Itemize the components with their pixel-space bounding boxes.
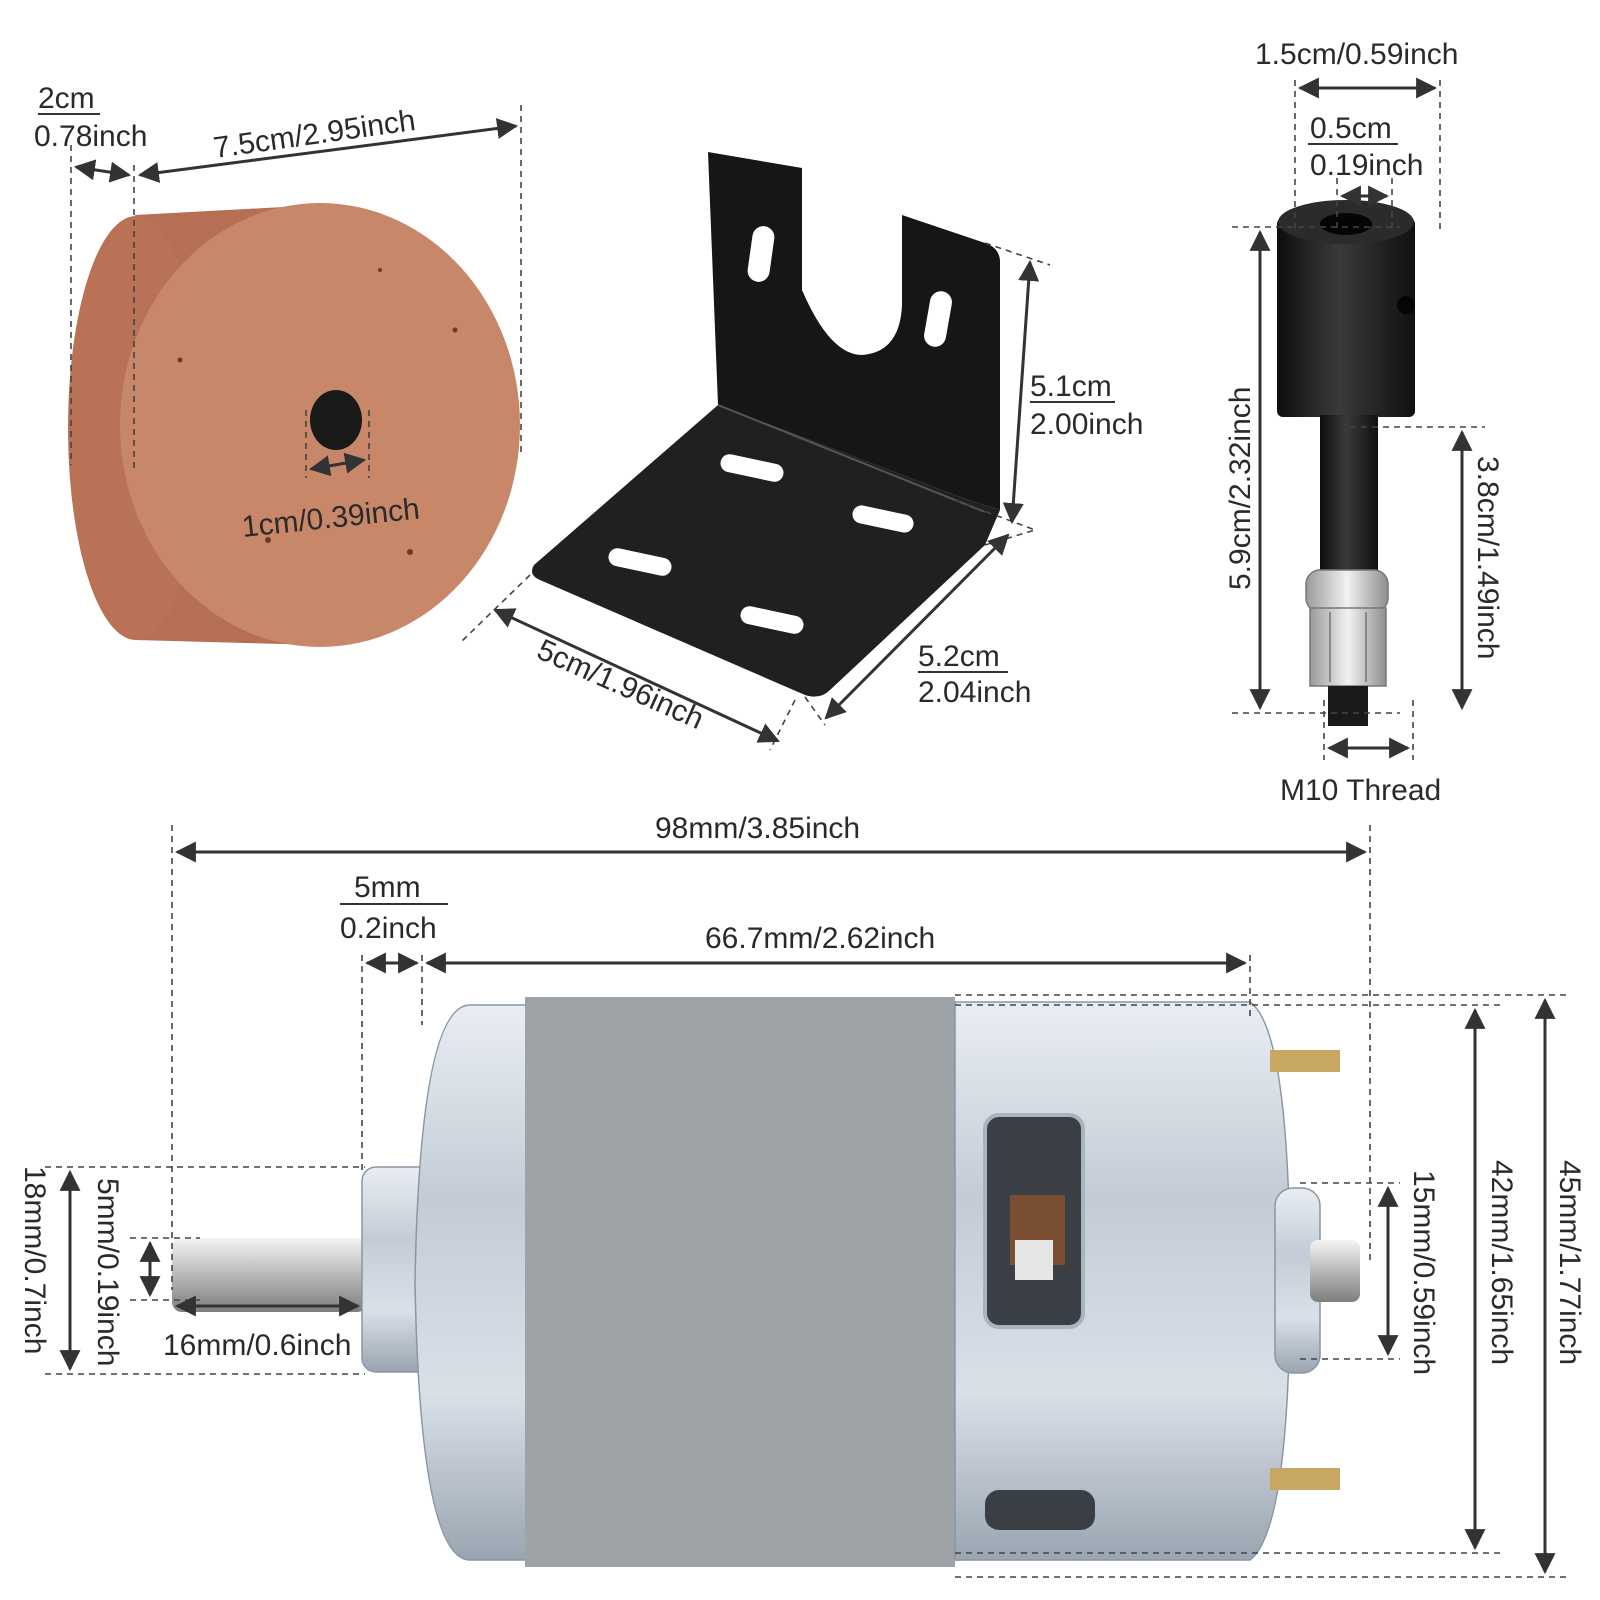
- motor-body-length-label: 66.7mm/2.62inch: [705, 922, 935, 955]
- wheel-thickness-inch: 0.78inch: [34, 120, 147, 153]
- bracket-vertical-plate: [708, 152, 1000, 510]
- shaft-length-label: 16mm/0.6inch: [163, 1329, 351, 1362]
- motor-shaft: [172, 1238, 367, 1312]
- shaft-diameter-label: 5mm/0.19inch: [91, 1178, 124, 1366]
- motor-overall-length-label: 98mm/3.85inch: [655, 812, 860, 845]
- base-slot-3: [608, 548, 672, 576]
- flange-washer: [1305, 569, 1389, 613]
- bracket-depth-inch: 2.04inch: [918, 676, 1031, 709]
- rear-boss-diameter-label: 15mm/0.59inch: [1407, 1170, 1440, 1375]
- bracket-depth-cm: 5.2cm: [918, 640, 1000, 673]
- dc-motor: [172, 997, 1360, 1567]
- motor-total-height-label: 45mm/1.77inch: [1553, 1160, 1586, 1365]
- lower-vent: [985, 1490, 1095, 1530]
- base-slot-1: [720, 454, 784, 482]
- adapter-shaft-length-label: 3.8cm/1.49inch: [1471, 456, 1504, 659]
- motor-sleeve: [525, 997, 955, 1567]
- bracket-height-inch: 2.00inch: [1030, 408, 1143, 441]
- front-boss-length-inch: 0.2inch: [340, 912, 437, 945]
- bracket-height-cm: 5.1cm: [1030, 370, 1112, 403]
- set-screw-hole: [1397, 296, 1415, 314]
- adapter-bore: [1320, 213, 1372, 235]
- motor-body-diameter-label: 42mm/1.65inch: [1485, 1160, 1518, 1365]
- bracket-width-label: 5cm/1.96inch: [532, 633, 708, 736]
- adapter-bore-cm: 0.5cm: [1310, 112, 1392, 145]
- terminal-top: [1270, 1050, 1340, 1072]
- thread-label: M10 Thread: [1280, 774, 1441, 807]
- rear-shaft: [1310, 1240, 1360, 1302]
- wheel-diameter-label: 7.5cm/2.95inch: [211, 104, 417, 165]
- front-boss-length-mm: 5mm: [354, 871, 421, 904]
- m10-thread: [1328, 686, 1368, 726]
- adapter-length-label: 5.9cm/2.32inch: [1224, 387, 1257, 590]
- vertical-slot-right: [924, 291, 952, 347]
- adapter-bore-inch: 0.19inch: [1310, 149, 1423, 182]
- adapter-outer-label: 1.5cm/0.59inch: [1255, 38, 1458, 71]
- hex-nut: [1309, 607, 1387, 687]
- front-boss-diameter-label: 18mm/0.7inch: [18, 1166, 51, 1354]
- adapter-sleeve: [1277, 218, 1415, 417]
- wheel-center-hole: [310, 390, 362, 450]
- vertical-slot-left: [747, 226, 775, 282]
- grinding-wheel: [68, 203, 520, 647]
- shaft-adapter: [1277, 200, 1415, 726]
- terminal-bottom: [1270, 1468, 1340, 1490]
- wheel-thickness-cm: 2cm: [38, 82, 95, 115]
- base-slot-2: [852, 505, 914, 533]
- adapter-shaft: [1320, 415, 1378, 575]
